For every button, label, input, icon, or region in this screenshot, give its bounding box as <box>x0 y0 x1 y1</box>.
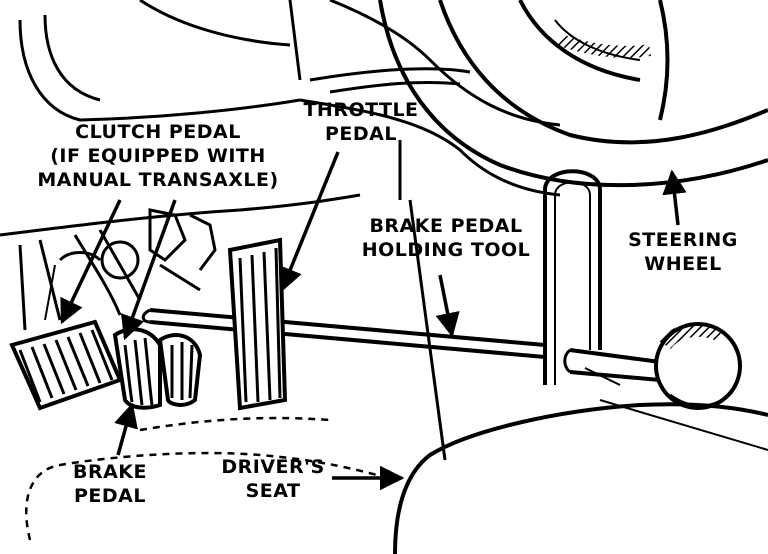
brake-pedal-holding-tool-label: BRAKE PEDAL HOLDING TOOL <box>356 214 536 262</box>
clutch-pedal-label-line2: (IF EQUIPPED WITH <box>50 145 266 167</box>
clutch-pedal-label: CLUTCH PEDAL (IF EQUIPPED WITH MANUAL TR… <box>28 120 288 192</box>
holding-tool-knob <box>654 322 742 410</box>
holding-tool-callout-arrow <box>435 274 460 338</box>
floor-outline <box>25 416 396 541</box>
drivers-seat-label-line2: SEAT <box>245 480 301 502</box>
brake-pedal <box>112 327 203 410</box>
steering-callout-arrow <box>662 169 687 226</box>
steering-wheel-label-line2: WHEEL <box>644 253 722 275</box>
steering-wheel <box>378 0 768 188</box>
brake-pedal-callout-arrow <box>114 402 138 456</box>
callout-arrows <box>60 151 687 491</box>
throttle-pedal-label: THROTTLE PEDAL <box>296 98 426 146</box>
throttle-pedal-label-line1: THROTTLE <box>303 99 419 121</box>
clutch-pedal <box>9 319 123 411</box>
clutch-callout-arrow-2 <box>120 199 177 341</box>
throttle-pedal <box>227 237 288 411</box>
throttle-pedal-label-line2: PEDAL <box>325 123 397 145</box>
steering-wheel-label-line1: STEERING <box>628 229 738 251</box>
clutch-callout-arrow-1 <box>60 199 122 325</box>
brake-pedal-label-line2: PEDAL <box>74 485 146 507</box>
clutch-pedal-label-line1: CLUTCH PEDAL <box>75 121 241 143</box>
holding-tool-bracket <box>543 169 602 385</box>
drivers-seat <box>393 399 768 554</box>
dashboard <box>0 0 561 461</box>
brake-pedal-label-line1: BRAKE <box>72 461 148 483</box>
drivers-seat-label-line1: DRIVER'S <box>221 456 325 478</box>
holding-tool-label-line2: HOLDING TOOL <box>361 239 531 261</box>
drivers-seat-label: DRIVER'S SEAT <box>218 455 328 503</box>
clutch-pedal-label-line3: MANUAL TRANSAXLE) <box>37 169 279 191</box>
steering-wheel-label: STEERING WHEEL <box>618 228 748 276</box>
brake-pedal-label: BRAKE PEDAL <box>60 460 160 508</box>
throttle-callout-arrow <box>278 151 340 293</box>
holding-tool-rod <box>141 308 661 386</box>
holding-tool-label-line1: BRAKE PEDAL <box>369 215 523 237</box>
